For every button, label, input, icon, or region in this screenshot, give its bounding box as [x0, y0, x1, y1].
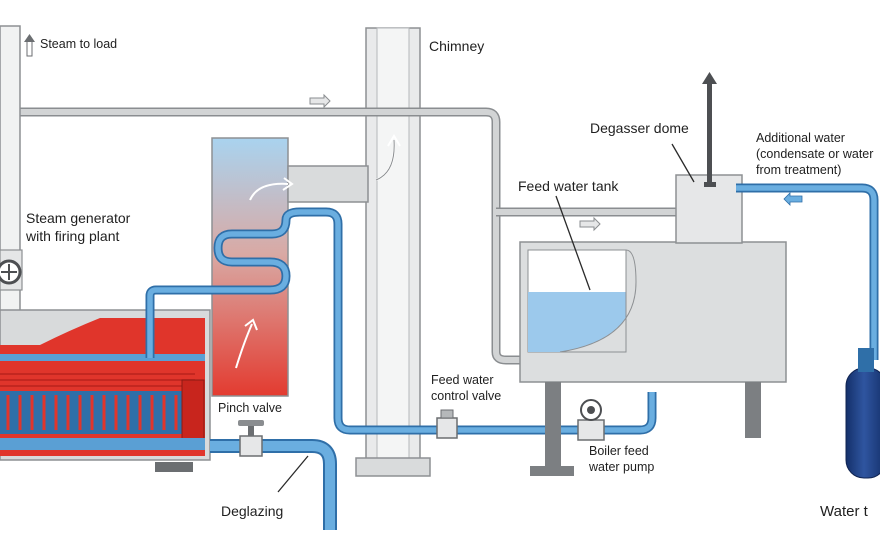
pinch-valve-icon [238, 420, 264, 457]
additional-water-label-1: Additional water [756, 131, 845, 145]
chimney-label: Chimney [429, 38, 484, 54]
main-valve-icon [0, 259, 22, 285]
flue-gas-arrow-icon [235, 177, 294, 369]
leader-lines [277, 143, 695, 493]
boiler-feed-pump-label-1: Boiler feed [589, 444, 649, 458]
feed-water-tank [519, 241, 787, 476]
water-treatment-label: Water t [820, 503, 869, 520]
fire-tubes [0, 373, 195, 387]
degasser-dome [675, 72, 743, 244]
chimney-exhaust-arrow-outline [375, 139, 395, 181]
steam-to-load-label: Steam to load [40, 37, 117, 51]
feed-water-tank-label: Feed water tank [518, 178, 619, 194]
steam-generator-label-2: with firing plant [25, 228, 119, 244]
deglazing-pipe [210, 439, 337, 530]
chimney [355, 27, 431, 477]
additional-water-label-3: from treatment) [756, 163, 841, 177]
economizer-coil [145, 207, 657, 435]
degasser-dome-label: Degasser dome [590, 120, 689, 136]
steam-generator-label-1: Steam generator [26, 210, 131, 226]
steam-flow-arrow-icon [309, 93, 601, 232]
additional-water-label-2: (condensate or water [756, 147, 873, 161]
additional-water-pipe [736, 183, 879, 360]
steam-to-load-arrow-icon [24, 34, 35, 57]
feed-water-control-valve-label-2: control valve [431, 389, 501, 403]
feed-water-control-valve-icon [436, 409, 458, 439]
water-treatment-cylinder [845, 348, 880, 479]
pinch-valve-label: Pinch valve [218, 401, 282, 415]
boiler-body [0, 309, 211, 472]
feed-water-control-valve-label-1: Feed water [431, 373, 494, 387]
deglazing-label: Deglazing [221, 503, 283, 519]
economizer-flue [211, 137, 369, 397]
boiler-feed-pump-label-2: water pump [588, 460, 654, 474]
boiler-feed-pump-icon [577, 399, 605, 441]
steam-line [18, 107, 772, 365]
